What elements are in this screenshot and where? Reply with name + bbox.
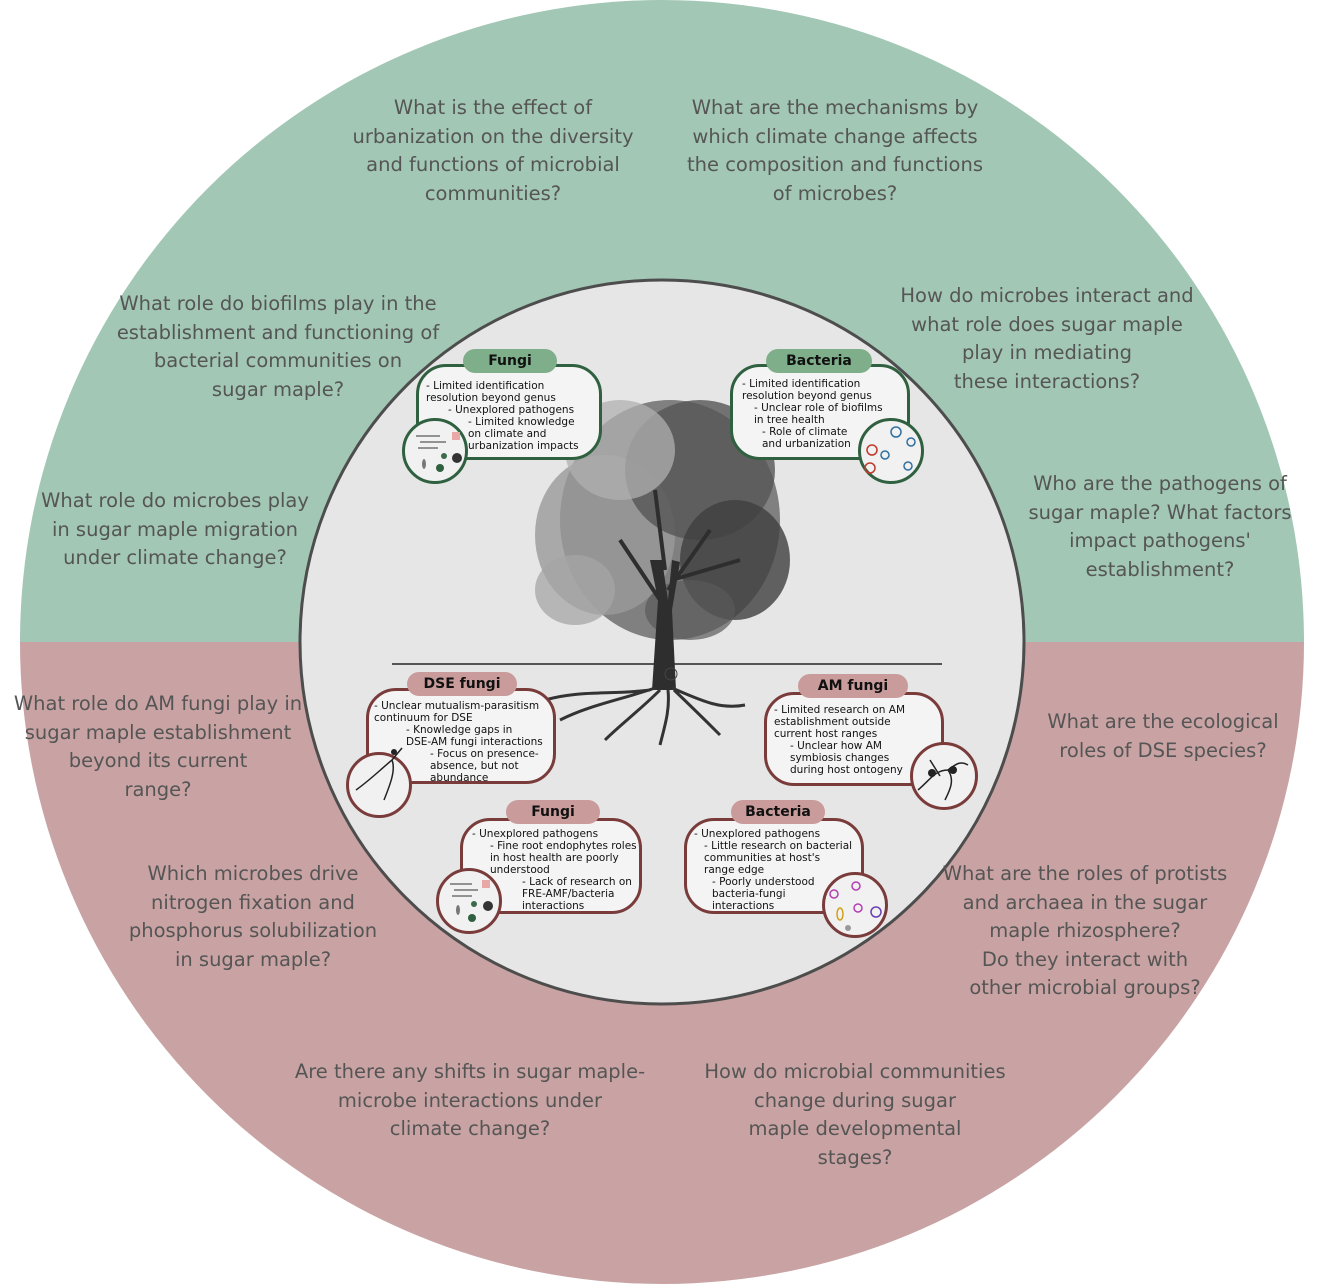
note: - Unclear role of biofilms in tree healt… [754,402,883,426]
question-developmental: How do microbial communities change duri… [704,1060,1006,1169]
question-urbanization: What is the effect of urbanization on th… [352,96,634,205]
note: - Lack of research on FRE-AMF/bacteria i… [522,876,632,912]
note: - Role of climate and urbanization [762,426,851,450]
panel-bacteria-below-notes: - Unexplored pathogens - Little research… [694,828,859,912]
note: - Focus on presence- absence, but not ab… [430,748,539,784]
note: - Unexplored pathogens [472,828,599,840]
panel-am-fungi-title: AM fungi [798,674,908,698]
question-climate-mechanisms: What are the mechanisms by which climate… [687,96,983,205]
panel-fungi-below-notes: - Unexplored pathogens - Fine root endop… [472,828,642,912]
panel-fungi-above-title: Fungi [463,349,557,373]
panel-bacteria-above-title: Bacteria [766,349,872,373]
fungi-above-icon-circle [402,418,468,484]
panel-fungi-below-title: Fungi [506,800,600,824]
question-protists: What are the roles of protists and archa… [942,862,1228,999]
question-shifts: Are there any shifts in sugar maple- mic… [294,1060,646,1140]
question-nitrogen: Which microbes drive nitrogen fixation a… [128,862,378,971]
note: - Little research on bacterial communiti… [704,840,853,876]
note: - Limited identification resolution beyo… [742,378,872,402]
note: - Unexplored pathogens [448,404,575,416]
note: - Knowledge gaps in DSE-AM fungi interac… [406,724,543,748]
question-interactions: How do microbes interact and what role d… [900,284,1194,393]
panel-bacteria-above-notes: - Limited identification resolution beyo… [742,378,902,450]
question-pathogens: Who are the pathogens of sugar maple? Wh… [1028,472,1292,581]
note: - Unclear how AM symbiosis changes durin… [790,740,903,776]
question-dse-roles: What are the ecological roles of DSE spe… [1047,710,1279,762]
panel-fungi-above-notes: - Limited identification resolution beyo… [426,380,596,452]
note: - Fine root endophytes roles in host hea… [490,840,637,876]
question-biofilms: What role do biofilms play in the establ… [116,292,440,401]
sugar-maple-tree-icon [535,400,790,746]
note: - Poorly understood bacteria-fungi inter… [712,876,815,912]
question-am-fungi-role: What role do AM fungi play in sugar mapl… [13,692,303,801]
panel-am-fungi-notes: - Limited research on AM establishment o… [774,704,934,776]
panel-dse-fungi-title: DSE fungi [407,672,517,696]
note: - Unclear mutualism-parasitism continuum… [374,700,540,724]
note: - Limited research on AM establishment o… [774,704,906,740]
note: - Unexplored pathogens [694,828,821,840]
note: - Limited identification resolution beyo… [426,380,556,404]
question-migration: What role do microbes play in sugar mapl… [41,489,309,569]
panel-bacteria-below-title: Bacteria [731,800,825,824]
note: - Limited knowledge on climate and urban… [468,416,579,452]
panel-dse-fungi-notes: - Unclear mutualism-parasitism continuum… [374,700,554,784]
